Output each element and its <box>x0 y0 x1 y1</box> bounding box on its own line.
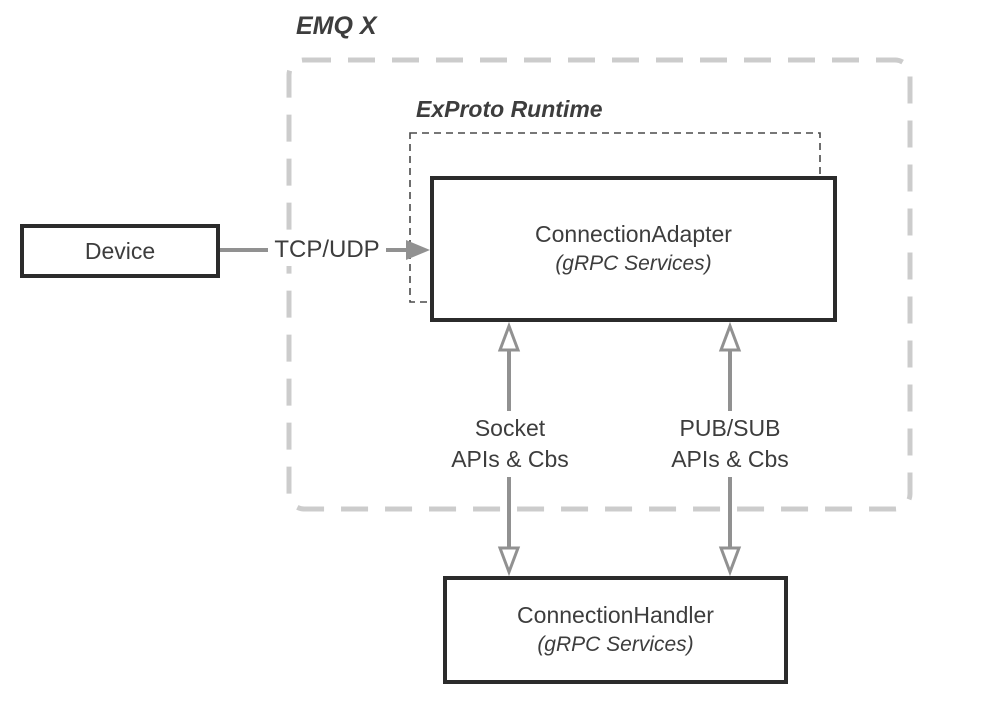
connection-adapter-node: ConnectionAdapter (gRPC Services) <box>430 176 837 322</box>
edge-label-pubsub-apis: PUB/SUB APIs & Cbs <box>662 411 798 477</box>
edge-label-socket-apis: Socket APIs & Cbs <box>444 411 576 477</box>
connection-adapter-subtitle: (gRPC Services) <box>555 252 712 275</box>
edge-label-pubsub-line1: PUB/SUB <box>679 415 781 441</box>
edge-label-socket-line1: Socket <box>474 415 546 441</box>
arrowhead-up-icon <box>497 321 521 352</box>
exproto-frame-label: ExProto Runtime <box>416 96 603 122</box>
connection-handler-node: ConnectionHandler (gRPC Services) <box>443 576 788 684</box>
edge-label-pubsub-line2: APIs & Cbs <box>671 446 789 472</box>
arrowhead-up-icon <box>718 321 742 352</box>
device-node-label: Device <box>84 238 156 264</box>
connection-handler-subtitle: (gRPC Services) <box>537 633 694 656</box>
arrowhead-down-icon <box>497 546 521 577</box>
edge-label-socket-line2: APIs & Cbs <box>451 446 569 472</box>
connection-handler-title: ConnectionHandler <box>517 602 714 628</box>
edge-label-tcp-udp: TCP/UDP <box>268 234 386 266</box>
arrowhead-right-icon <box>406 240 430 260</box>
emqx-frame-label: EMQ X <box>296 12 377 40</box>
arrowhead-down-icon <box>718 546 742 577</box>
device-node: Device <box>20 224 220 278</box>
connection-adapter-title: ConnectionAdapter <box>535 221 732 247</box>
